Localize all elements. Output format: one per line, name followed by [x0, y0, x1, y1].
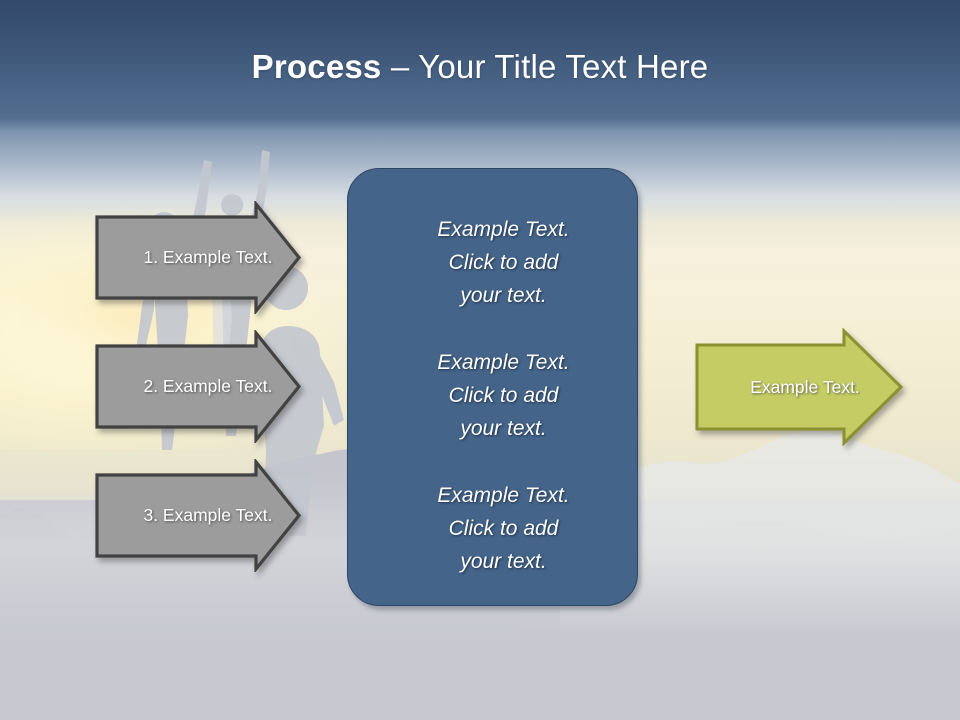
slide-title: Process – Your Title Text Here [0, 48, 960, 86]
panel-text-block-1[interactable]: Example Text. Click to add your text. [437, 218, 570, 307]
step-arrow-1-shape [95, 201, 302, 314]
center-panel-inner: Example Text. Click to add your text. Ex… [348, 169, 637, 605]
panel-spacer-2 [348, 445, 637, 479]
step-arrow-3-shape [95, 459, 302, 572]
result-arrow-shape [695, 328, 904, 446]
step-arrow-3[interactable]: 3. Example Text. [94, 459, 302, 572]
result-arrow[interactable]: Example Text. [694, 328, 904, 446]
slide-title-rest: – Your Title Text Here [381, 48, 709, 85]
panel-text-block-3[interactable]: Example Text. Click to add your text. [437, 484, 570, 573]
slide-title-strong: Process [251, 48, 382, 85]
panel-spacer-1 [348, 312, 637, 346]
step-arrow-1[interactable]: 1. Example Text. [94, 201, 302, 314]
panel-text-block-2[interactable]: Example Text. Click to add your text. [437, 351, 570, 440]
center-content-panel[interactable]: Example Text. Click to add your text. Ex… [347, 168, 638, 606]
step-arrow-2[interactable]: 2. Example Text. [94, 330, 302, 443]
step-arrow-2-shape [95, 330, 302, 443]
